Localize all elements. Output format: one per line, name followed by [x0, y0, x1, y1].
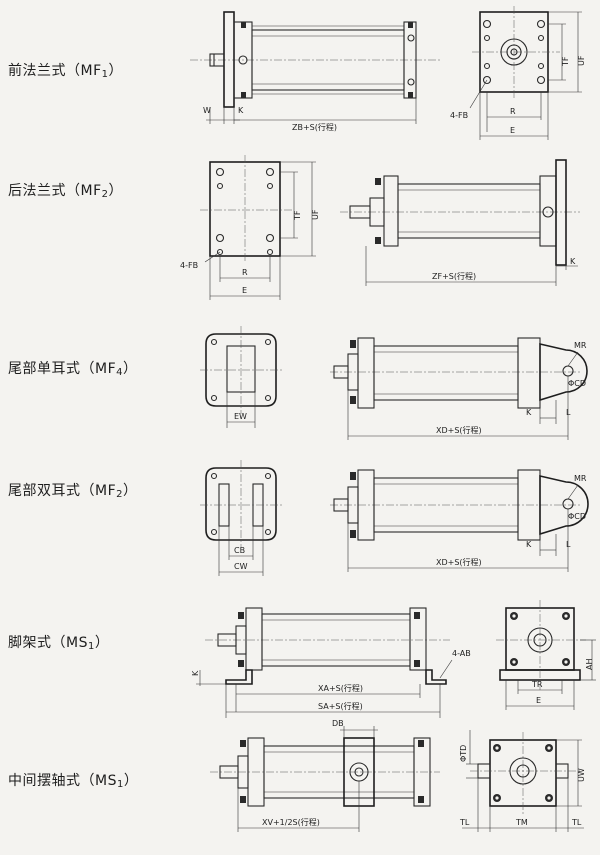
- dim-e-rear: E: [242, 286, 247, 295]
- mf2-double-end-view: CB CW: [200, 460, 284, 576]
- dim-zb-s: ZB+S(行程): [292, 122, 337, 132]
- dim-tm: TM: [515, 818, 528, 827]
- mf4-end-view: EW: [200, 326, 284, 428]
- dim-xa-s: XA+S(行程): [318, 683, 363, 693]
- dim-e-foot: E: [536, 696, 541, 705]
- dim-k: K: [238, 106, 244, 115]
- dim-k-rear: K: [570, 257, 576, 266]
- dim-tl-right: TL: [571, 818, 582, 827]
- label-mf2-rear: 后法兰式（MF2）: [8, 183, 124, 200]
- dim-e: E: [510, 126, 515, 135]
- dim-mr-double: MR: [574, 474, 587, 483]
- dim-db: DB: [332, 719, 344, 728]
- dim-zf-s: ZF+S(行程): [432, 271, 476, 281]
- mf4-side-view: MR ΦCD K L XD+S(行程): [330, 337, 588, 440]
- dim-r-rear: R: [242, 268, 248, 277]
- dim-tr: TR: [531, 680, 543, 689]
- dim-4fb-top: 4-FB: [450, 111, 468, 120]
- dim-cb: CB: [234, 546, 245, 555]
- dim-xd-s: XD+S(行程): [436, 425, 482, 435]
- dim-4fb-rear: 4-FB: [180, 261, 198, 270]
- label-ms1-trunnion: 中间摆轴式（MS1）: [8, 773, 139, 790]
- dim-sa-s: SA+S(行程): [318, 701, 363, 711]
- dim-r: R: [510, 107, 516, 116]
- dim-mr: MR: [574, 341, 587, 350]
- mf1-side-view: W K ZB+S(行程): [190, 11, 440, 132]
- dim-k-double: K: [526, 540, 532, 549]
- dim-ew: EW: [234, 412, 247, 421]
- ms1-trunnion-end-view: ΦTD UW TL TM TL: [459, 730, 586, 832]
- label-ms1-foot: 脚架式（MS1）: [8, 635, 110, 652]
- ms1-trunnion-side-view: DB XV+1/2S(行程): [210, 719, 440, 832]
- dim-uw: UW: [577, 768, 586, 782]
- ms1-foot-end-view: AH TR E: [496, 600, 596, 710]
- dim-uf: UF: [577, 55, 586, 66]
- dim-tf-rear: TF: [293, 210, 302, 221]
- dim-cd-double: ΦCD: [568, 512, 586, 521]
- dim-tl-left: TL: [459, 818, 470, 827]
- label-mf4-single: 尾部单耳式（MF4）: [8, 361, 138, 378]
- mf2-end-view: TF UF R E 4-FB: [180, 155, 320, 300]
- mf2-side-view: K ZF+S(行程): [340, 159, 580, 286]
- label-mf2-double: 尾部双耳式（MF2）: [8, 483, 138, 500]
- dim-cd: ΦCD: [568, 379, 586, 388]
- dim-td: ΦTD: [459, 745, 468, 762]
- dim-k-foot: K: [191, 670, 200, 676]
- dim-ah: AH: [585, 659, 594, 671]
- dim-k-mf4: K: [526, 408, 532, 417]
- dim-cw: CW: [234, 562, 248, 571]
- dim-w: W: [203, 106, 211, 115]
- dim-xv: XV+1/2S(行程): [262, 817, 320, 827]
- dim-tf: TF: [561, 56, 570, 67]
- dim-4ab: 4-AB: [452, 649, 471, 658]
- ms1-foot-side-view: K 4-AB XA+S(行程) SA+S(行程): [191, 607, 471, 718]
- dim-xd-s-double: XD+S(行程): [436, 557, 482, 567]
- dim-uf-rear: UF: [311, 209, 320, 220]
- mf2-double-side-view: MR ΦCD K L XD+S(行程): [330, 469, 589, 572]
- mf1-end-view: TF UF R E 4-FB: [450, 6, 586, 140]
- dim-l-double: L: [566, 540, 571, 549]
- label-mf1-front: 前法兰式（MF1）: [8, 63, 124, 80]
- dim-l-mf4: L: [566, 408, 571, 417]
